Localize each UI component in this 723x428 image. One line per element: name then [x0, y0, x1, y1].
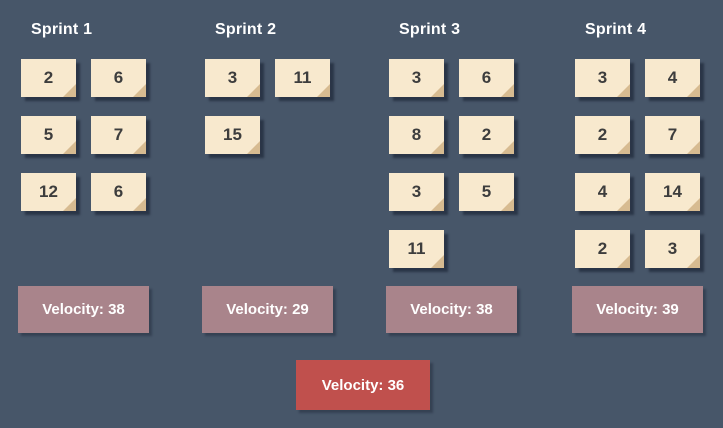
note-value: 2 — [597, 125, 608, 144]
note-value: 14 — [663, 182, 682, 201]
sticky-note: 12 — [21, 173, 76, 211]
note-value: 5 — [481, 182, 492, 201]
note-value: 6 — [113, 182, 124, 201]
sprint-notes-grid: 3 4 2 7 4 14 2 3 — [575, 59, 700, 268]
sticky-note: 14 — [645, 173, 700, 211]
note-value: 2 — [43, 68, 54, 87]
sticky-note: 7 — [91, 116, 146, 154]
note-value: 5 — [43, 125, 54, 144]
sprint-title: Sprint 1 — [31, 21, 93, 38]
sticky-note: 15 — [205, 116, 260, 154]
note-value: 11 — [293, 68, 312, 87]
velocity-badge: Velocity: 29 — [202, 286, 333, 333]
sticky-note: 5 — [21, 116, 76, 154]
note-value: 8 — [411, 125, 422, 144]
sticky-note: 3 — [205, 59, 260, 97]
note-value: 2 — [597, 239, 608, 258]
sprint-column-1: Sprint 1 2 6 5 7 12 6 Velocity: 38 — [18, 0, 149, 428]
sticky-note: 3 — [389, 59, 444, 97]
note-value: 6 — [113, 68, 124, 87]
sticky-note: 3 — [645, 230, 700, 268]
note-value: 12 — [39, 182, 58, 201]
sticky-note: 11 — [275, 59, 330, 97]
note-value: 7 — [667, 125, 678, 144]
note-value: 3 — [411, 182, 422, 201]
sticky-note: 7 — [645, 116, 700, 154]
sticky-note: 11 — [389, 230, 444, 268]
sticky-note: 6 — [459, 59, 514, 97]
sticky-note: 6 — [91, 59, 146, 97]
velocity-badge: Velocity: 38 — [386, 286, 517, 333]
sticky-note: 2 — [575, 230, 630, 268]
sticky-note: 4 — [645, 59, 700, 97]
sprint-notes-grid: 3 6 8 2 3 5 11 — [389, 59, 514, 268]
sprint-column-2: Sprint 2 3 11 15 Velocity: 29 — [202, 0, 333, 428]
note-value: 3 — [411, 68, 422, 87]
note-value: 3 — [227, 68, 238, 87]
sticky-note: 8 — [389, 116, 444, 154]
sprint-column-4: Sprint 4 3 4 2 7 4 14 2 3 Velocity: 39 — [572, 0, 703, 428]
note-value: 6 — [481, 68, 492, 87]
average-velocity-badge: Velocity: 36 — [296, 360, 430, 410]
sticky-note: 4 — [575, 173, 630, 211]
note-value: 3 — [667, 239, 678, 258]
note-value: 4 — [597, 182, 608, 201]
sprint-title: Sprint 3 — [399, 21, 461, 38]
note-value: 3 — [597, 68, 608, 87]
sprint-notes-grid: 3 11 15 — [205, 59, 330, 154]
note-value: 7 — [113, 125, 124, 144]
sticky-note: 2 — [459, 116, 514, 154]
sticky-note: 3 — [389, 173, 444, 211]
sprint-column-3: Sprint 3 3 6 8 2 3 5 11 Velocity: 38 — [386, 0, 517, 428]
note-value: 15 — [223, 125, 242, 144]
sticky-note: 5 — [459, 173, 514, 211]
velocity-badge: Velocity: 39 — [572, 286, 703, 333]
note-value: 11 — [407, 239, 426, 258]
note-value: 4 — [667, 68, 678, 87]
sticky-note: 2 — [575, 116, 630, 154]
sprint-title: Sprint 4 — [585, 21, 647, 38]
sticky-note: 6 — [91, 173, 146, 211]
sprint-notes-grid: 2 6 5 7 12 6 — [21, 59, 146, 211]
sticky-note: 3 — [575, 59, 630, 97]
note-value: 2 — [481, 125, 492, 144]
sprint-title: Sprint 2 — [215, 21, 277, 38]
velocity-badge: Velocity: 38 — [18, 286, 149, 333]
sticky-note: 2 — [21, 59, 76, 97]
